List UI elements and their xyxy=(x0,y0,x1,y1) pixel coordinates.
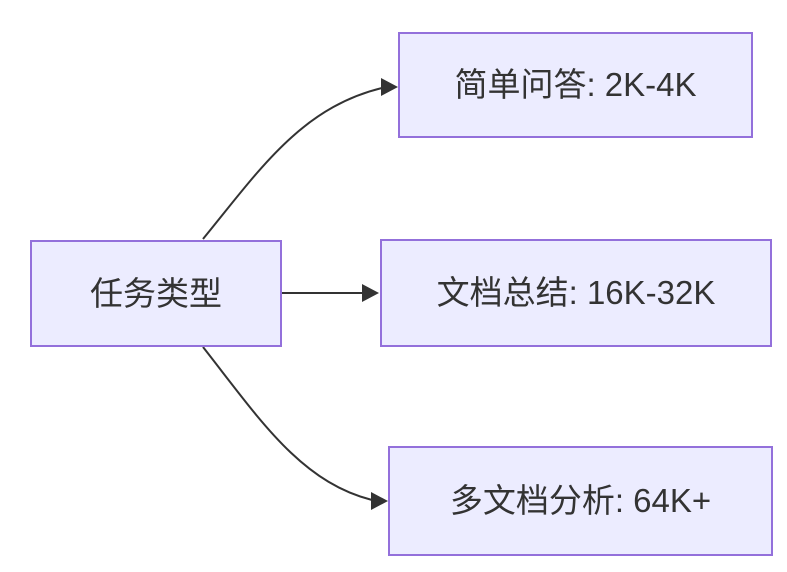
arrowhead-simple-qa xyxy=(381,78,398,96)
node-simple-qa-label: 简单问答: 2K-4K xyxy=(454,66,697,104)
arrowhead-doc-summary xyxy=(362,284,379,302)
node-doc-summary: 文档总结: 16K-32K xyxy=(380,239,772,347)
edge-task-type-to-doc-summary xyxy=(282,284,379,302)
edge-task-type-to-multi-doc xyxy=(202,346,388,510)
arrowhead-multi-doc xyxy=(371,492,388,510)
node-simple-qa: 简单问答: 2K-4K xyxy=(398,32,753,138)
node-task-type: 任务类型 xyxy=(30,240,282,347)
node-task-type-label: 任务类型 xyxy=(90,274,222,312)
edge-task-type-to-simple-qa xyxy=(202,78,398,240)
node-multi-doc: 多文档分析: 64K+ xyxy=(388,446,773,556)
node-multi-doc-label: 多文档分析: 64K+ xyxy=(449,482,712,520)
node-doc-summary-label: 文档总结: 16K-32K xyxy=(436,274,716,312)
